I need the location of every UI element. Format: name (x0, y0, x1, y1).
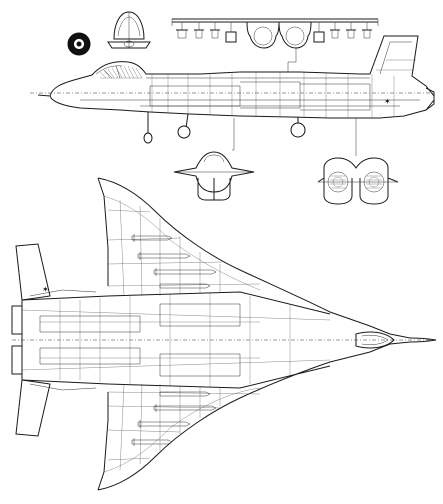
front-view-canopy (107, 11, 151, 49)
star-icon: ✶ (384, 97, 391, 106)
front-view (171, 18, 379, 63)
star-icon: ✶ (42, 285, 49, 294)
side-view: ✶ (30, 35, 435, 156)
cross-section-forward (173, 151, 255, 201)
top-view: ✶ (11, 177, 437, 491)
cross-section-intakes (317, 157, 399, 205)
roundel-icon (67, 32, 91, 56)
